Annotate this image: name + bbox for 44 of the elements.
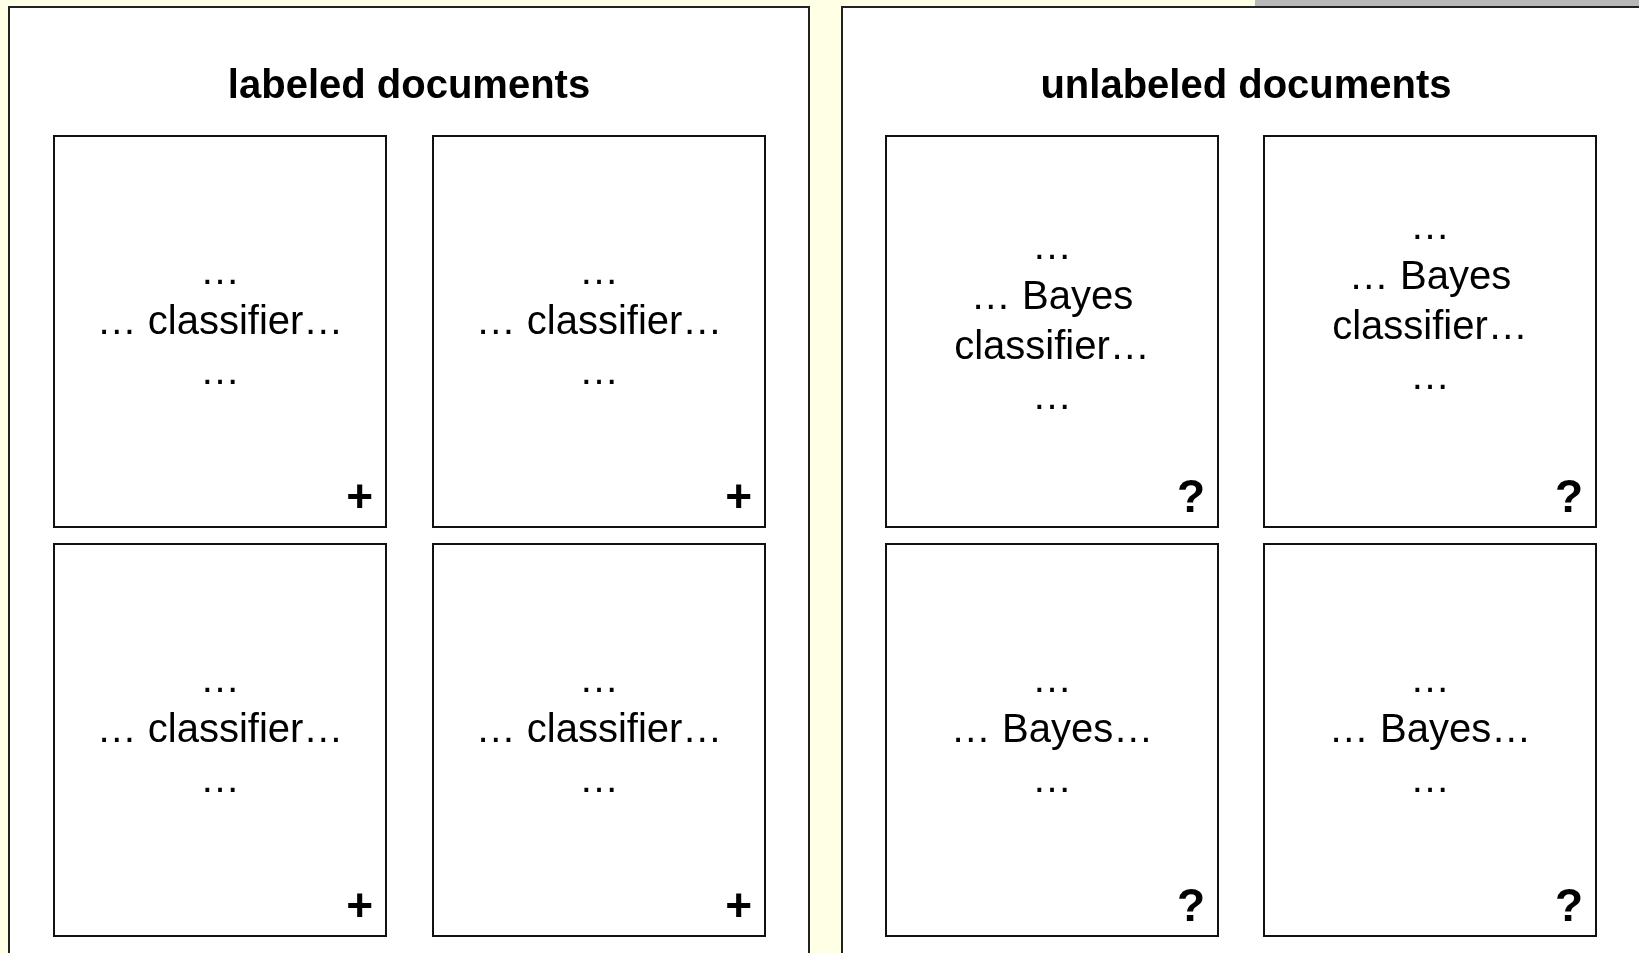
document-text: … classifier… <box>96 296 344 344</box>
ellipsis: … <box>1410 351 1450 399</box>
ellipsis: … <box>579 655 619 702</box>
label-mark: ? <box>1176 470 1205 522</box>
document-card <box>53 543 387 937</box>
ellipsis: … <box>200 346 240 394</box>
ellipsis: … <box>579 246 619 294</box>
panel <box>841 6 1639 953</box>
label-mark: + <box>346 879 373 931</box>
label-mark: + <box>346 470 373 522</box>
ellipsis: … <box>1410 655 1450 702</box>
document-card <box>885 135 1219 528</box>
label-mark: ? <box>1554 879 1583 931</box>
document-card <box>1263 543 1597 937</box>
document-text: … Bayes… <box>950 705 1154 752</box>
ellipsis: … <box>1410 755 1450 802</box>
ellipsis: … <box>579 755 619 802</box>
label-mark: + <box>725 470 752 522</box>
ellipsis: … <box>1032 655 1072 702</box>
label-mark: ? <box>1554 470 1583 522</box>
ellipsis: … <box>200 755 240 802</box>
document-card <box>53 135 387 528</box>
document-card <box>432 135 766 528</box>
document-text: … classifier… <box>475 705 723 752</box>
panel <box>8 6 810 953</box>
ellipsis: … <box>1032 755 1072 802</box>
panel-title: labeled documents <box>226 61 592 108</box>
ellipsis: … <box>1410 201 1450 249</box>
panel-title: unlabeled documents <box>1039 61 1453 108</box>
ellipsis: … <box>1032 221 1072 269</box>
document-card <box>1263 135 1597 528</box>
document-text: … classifier… <box>475 296 723 344</box>
label-mark: + <box>725 879 752 931</box>
document-text: … classifier… <box>96 705 344 752</box>
ellipsis: … <box>579 346 619 394</box>
ellipsis: … <box>200 655 240 702</box>
document-card <box>432 543 766 937</box>
label-mark: ? <box>1176 879 1205 931</box>
ellipsis: … <box>1032 371 1072 419</box>
document-text: … Bayes classifier… <box>1331 251 1529 349</box>
document-card <box>885 543 1219 937</box>
ellipsis: … <box>200 246 240 294</box>
document-text: … Bayes… <box>1328 705 1532 752</box>
document-text: … Bayes classifier… <box>953 271 1151 369</box>
